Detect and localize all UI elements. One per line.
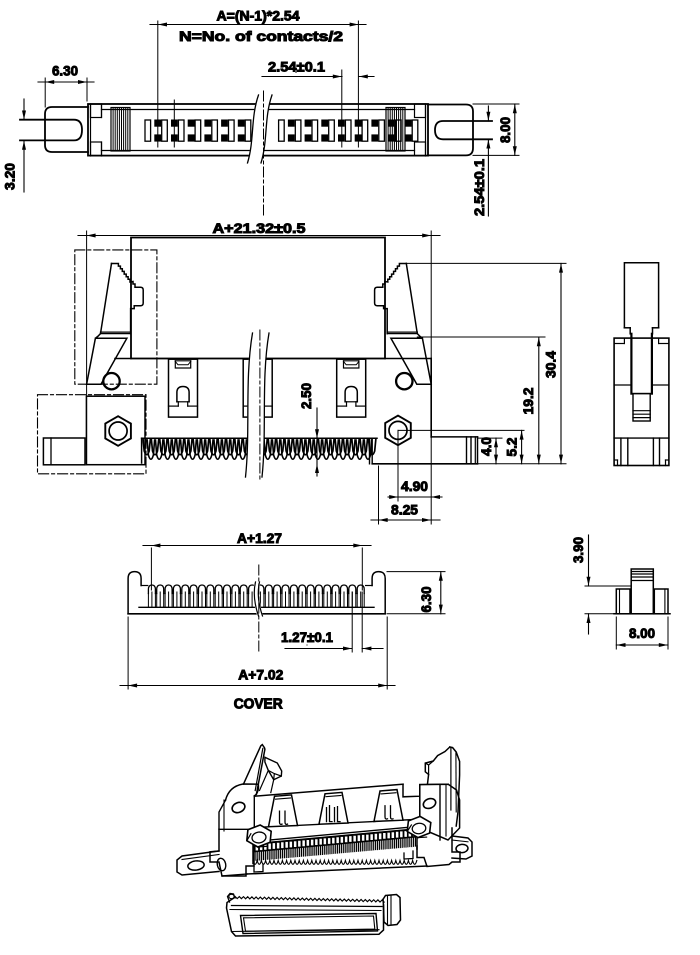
svg-text:19.2: 19.2 xyxy=(520,387,536,414)
svg-text:8.00: 8.00 xyxy=(497,117,513,143)
svg-text:A+21.32±0.5: A+21.32±0.5 xyxy=(213,220,306,236)
svg-text:6.30: 6.30 xyxy=(52,63,78,79)
svg-text:4.90: 4.90 xyxy=(401,478,428,494)
svg-text:1.27±0.1: 1.27±0.1 xyxy=(281,629,333,645)
svg-text:3.90: 3.90 xyxy=(570,537,586,563)
svg-text:2.54±0.1: 2.54±0.1 xyxy=(268,59,325,75)
svg-text:A+7.02: A+7.02 xyxy=(238,667,283,683)
svg-text:5.2: 5.2 xyxy=(504,437,520,456)
svg-text:A=(N-1)*2.54: A=(N-1)*2.54 xyxy=(217,8,300,24)
svg-text:2.54±0.1: 2.54±0.1 xyxy=(471,159,487,216)
svg-text:6.30: 6.30 xyxy=(418,586,434,612)
svg-text:A+1.27: A+1.27 xyxy=(237,530,282,546)
svg-text:2.50: 2.50 xyxy=(298,383,314,409)
svg-text:30.4: 30.4 xyxy=(543,351,559,378)
svg-text:3.20: 3.20 xyxy=(2,163,18,190)
svg-text:N=No. of contacts/2: N=No. of contacts/2 xyxy=(179,28,343,44)
svg-text:COVER: COVER xyxy=(234,697,283,713)
svg-text:4.0: 4.0 xyxy=(478,437,494,456)
svg-text:8.00: 8.00 xyxy=(629,625,655,641)
svg-text:8.25: 8.25 xyxy=(391,502,418,518)
